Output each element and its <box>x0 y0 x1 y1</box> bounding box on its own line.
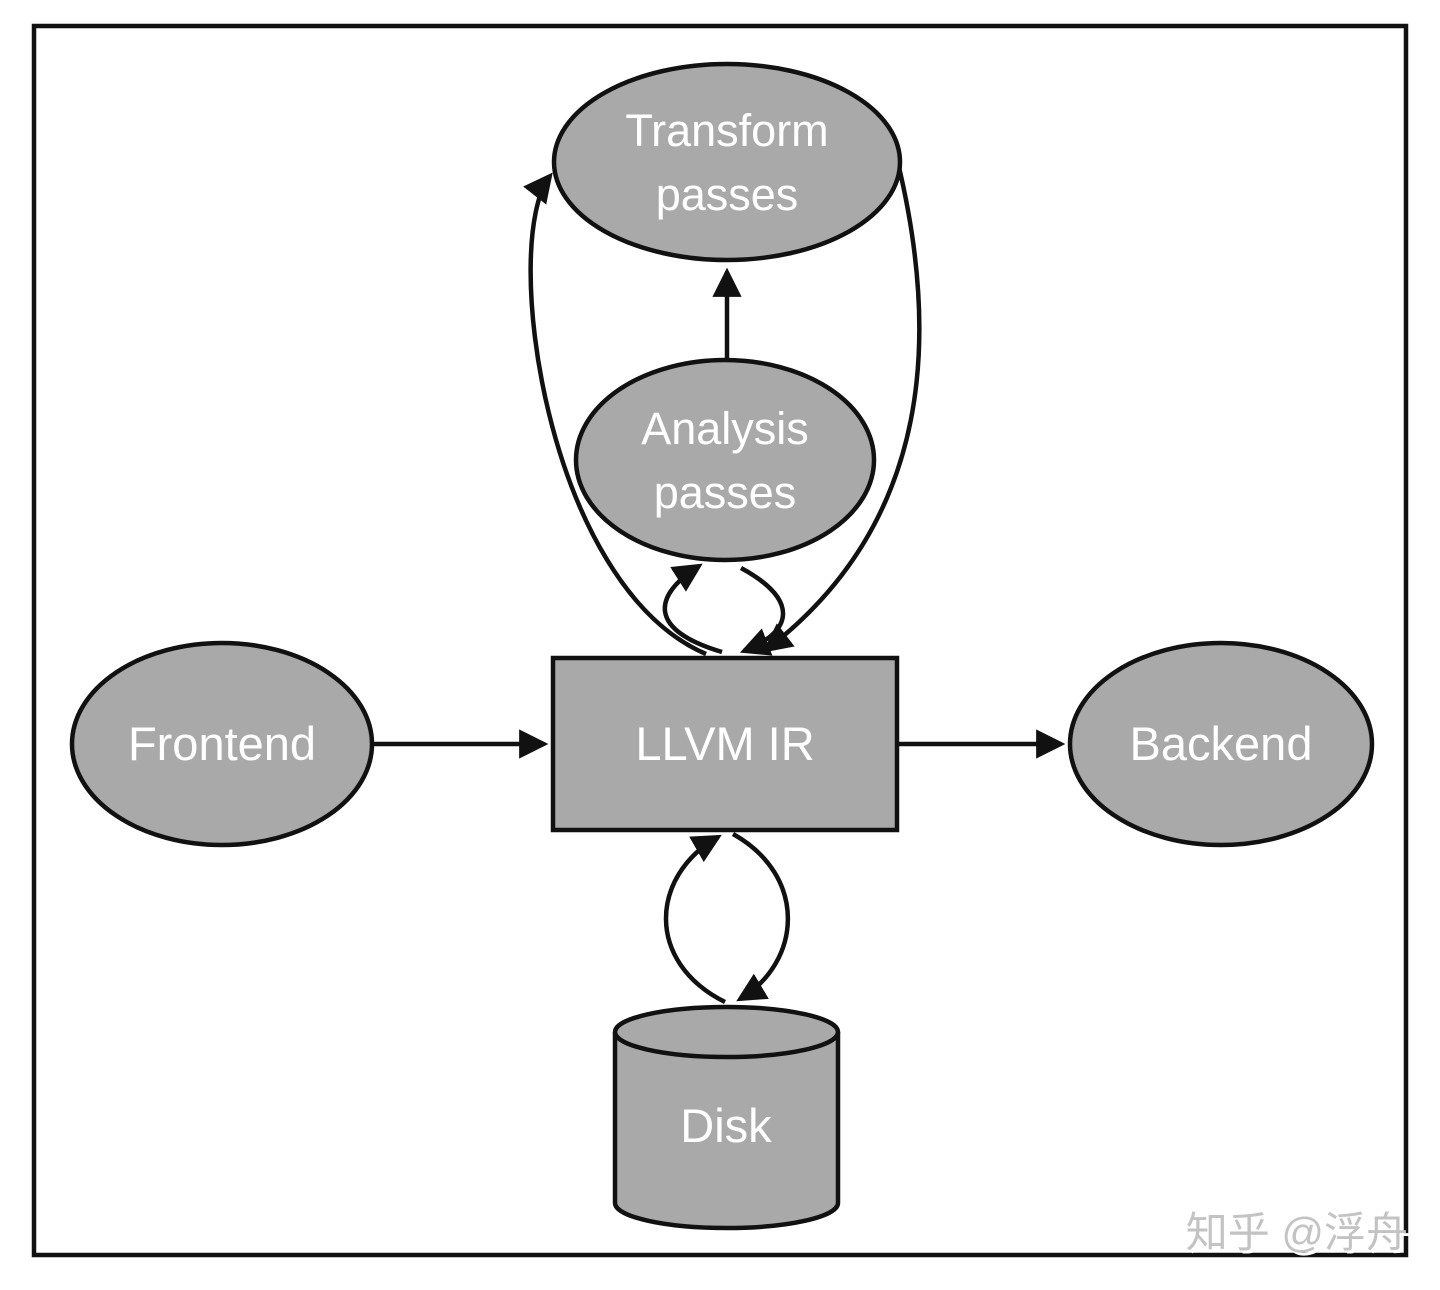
watermark-label: 知乎 @浮舟 <box>1186 1209 1408 1256</box>
edge-group <box>373 162 1066 1005</box>
backend-node <box>1067 640 1375 848</box>
analysis-passes-label-line2: passes <box>654 467 797 518</box>
edge-disk-to-llvmir-cycle-up <box>663 834 727 1005</box>
analysis-passes-node <box>573 357 877 563</box>
backend-label: Backend <box>1130 717 1313 770</box>
llvm-ir-label: LLVM IR <box>635 717 814 770</box>
edge-llvmir-to-analysis-cycle-up <box>662 563 723 655</box>
transform-passes-label-line1: Transform <box>625 105 828 156</box>
disk-label: Disk <box>680 1099 772 1152</box>
edge-transform-to-llvmir-right-curve <box>762 162 922 653</box>
analysis-passes-label-line1: Analysis <box>641 403 809 454</box>
frontend-node <box>69 640 375 848</box>
watermark: 知乎 @浮舟 知乎 @浮舟 <box>1186 1209 1411 1259</box>
edge-llvmir-to-transform-left-curve <box>523 172 707 657</box>
transform-passes-node <box>551 61 903 263</box>
node-group: Transform passes Analysis passes Fronten… <box>69 61 1375 1231</box>
frontend-label: Frontend <box>128 717 316 770</box>
disk-cylinder-body <box>612 1032 841 1231</box>
llvm-ir-node <box>550 655 900 833</box>
transform-passes-label-line2: passes <box>656 169 799 220</box>
disk-cylinder-top <box>612 1004 841 1060</box>
edge-analysis-to-llvmir-cycle-down <box>739 566 786 656</box>
edge-llvmir-to-disk-cycle-down <box>731 832 791 1002</box>
watermark-shadow: 知乎 @浮舟 <box>1189 1212 1411 1259</box>
